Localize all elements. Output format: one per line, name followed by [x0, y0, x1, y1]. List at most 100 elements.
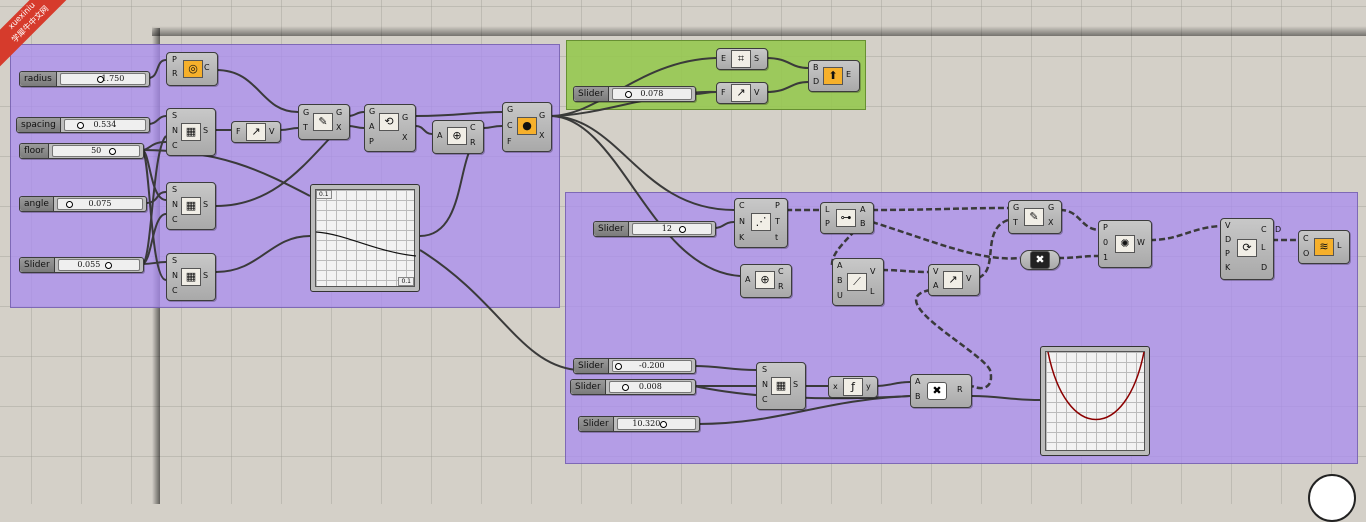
extrude-component[interactable]: B D ⬆ E [808, 60, 860, 92]
port-b[interactable]: B [837, 276, 843, 285]
series-component-4[interactable]: S N C ▦ S [756, 362, 806, 410]
port-p[interactable]: P [775, 201, 780, 210]
port-s[interactable]: S [172, 185, 178, 194]
port-a[interactable]: A [369, 122, 375, 131]
port-n[interactable]: N [172, 271, 178, 280]
port-f[interactable]: F [721, 88, 726, 97]
port-r[interactable]: R [172, 69, 178, 78]
closest-point-component[interactable]: L P ⊶ A B [820, 202, 874, 234]
port-b[interactable]: B [813, 63, 819, 72]
port-v[interactable]: V [933, 267, 939, 276]
port-g-out[interactable]: G [1048, 203, 1055, 212]
port-t[interactable]: T [1013, 218, 1018, 227]
slider-track[interactable]: -0.200 [611, 360, 692, 372]
port-p[interactable]: P [1103, 223, 1108, 232]
port-u[interactable]: U [837, 291, 843, 300]
port-e[interactable]: E [721, 54, 727, 63]
slider-track[interactable]: 12 [631, 223, 712, 235]
slider-008[interactable]: Slider 0.008 [570, 379, 696, 395]
port-n[interactable]: N [739, 217, 745, 226]
slider-spacing[interactable]: spacing 0.534 [16, 117, 150, 133]
port-s-out[interactable]: S [203, 126, 209, 135]
port-s-out[interactable]: S [203, 271, 209, 280]
port-s-out[interactable]: S [203, 200, 209, 209]
port-k[interactable]: K [1225, 263, 1231, 272]
graph-plot[interactable] [315, 189, 416, 287]
port-c[interactable]: C [507, 121, 513, 130]
slider-angle[interactable]: angle 0.075 [19, 196, 147, 212]
port-c[interactable]: C [1303, 234, 1309, 243]
port-n[interactable]: N [172, 200, 178, 209]
port-o[interactable]: O [1303, 249, 1310, 258]
slider-neg[interactable]: Slider -0.200 [573, 358, 696, 374]
port-k[interactable]: K [739, 233, 745, 242]
port-x[interactable]: X [539, 131, 545, 140]
slider-12[interactable]: Slider 12 [593, 221, 716, 237]
port-c[interactable]: C [762, 395, 768, 404]
vector-component[interactable]: V A ↗ V [928, 264, 980, 296]
port-c[interactable]: C [172, 141, 178, 150]
port-d2[interactable]: D [1275, 225, 1282, 234]
port-c[interactable]: C [172, 215, 178, 224]
slider-track[interactable]: 0.055 [57, 259, 140, 271]
port-l[interactable]: L [1261, 243, 1266, 252]
slider-knob[interactable] [624, 91, 632, 98]
port-f[interactable]: F [507, 137, 512, 146]
port-v[interactable]: V [754, 88, 760, 97]
slider-knob[interactable] [659, 421, 667, 428]
rotate-component[interactable]: G A P ⟲ G X [364, 104, 416, 152]
amplitude-component[interactable]: F ↗ V [716, 82, 768, 104]
series-component-2[interactable]: S N C ▦ S [166, 182, 216, 230]
move-component[interactable]: G T ✎ G X [298, 104, 350, 140]
port-x[interactable]: x [833, 382, 838, 391]
port-a[interactable]: A [915, 377, 921, 386]
slider-knob[interactable] [76, 122, 84, 129]
port-p[interactable]: P [1225, 249, 1230, 258]
port-x[interactable]: X [402, 133, 408, 142]
slider-track[interactable]: 50 [52, 145, 140, 157]
port-f[interactable]: F [236, 127, 241, 136]
port-a[interactable]: A [437, 131, 443, 140]
slider-knob[interactable] [614, 363, 622, 370]
slider-floor[interactable]: floor 50 [19, 143, 144, 159]
port-t[interactable]: T [303, 123, 308, 132]
slider-radius[interactable]: radius 1.750 [19, 71, 150, 87]
port-a[interactable]: A [837, 261, 843, 270]
slider-track[interactable]: 0.078 [611, 88, 692, 100]
port-n[interactable]: N [172, 126, 178, 135]
port-c[interactable]: C [1261, 225, 1267, 234]
port-b[interactable]: B [915, 392, 921, 401]
multiply-component[interactable]: A B ✖ R [910, 374, 972, 408]
port-p[interactable]: P [369, 137, 374, 146]
curve-frames-component[interactable]: C N K ⋰ P T t [734, 198, 788, 248]
port-d[interactable]: D [813, 77, 820, 86]
port-y[interactable]: y [866, 382, 871, 391]
port-g[interactable]: G [507, 105, 514, 114]
port-t2[interactable]: t [775, 233, 779, 242]
port-p[interactable]: P [825, 219, 830, 228]
series-component-1[interactable]: S N C ▦ S [166, 108, 216, 156]
port-x[interactable]: X [336, 123, 342, 132]
port-c[interactable]: C [778, 267, 784, 276]
port-r[interactable]: R [957, 385, 963, 394]
port-b[interactable]: B [860, 219, 866, 228]
area-component[interactable]: A ⊕ C R [432, 120, 484, 154]
scale-component[interactable]: G C F ● G X [502, 102, 552, 152]
slider-track[interactable]: 10.320 [616, 418, 696, 430]
port-c[interactable]: C [470, 123, 476, 132]
port-s[interactable]: S [754, 54, 760, 63]
area-component-2[interactable]: A ⊕ C R [740, 264, 792, 298]
slider-track[interactable]: 0.075 [56, 198, 143, 210]
slider-track[interactable]: 0.008 [608, 381, 692, 393]
port-v[interactable]: V [870, 267, 876, 276]
port-g-out[interactable]: G [539, 111, 546, 120]
series-component-3[interactable]: S N C ▦ S [166, 253, 216, 301]
port-n[interactable]: N [762, 380, 768, 389]
loft-options-component[interactable]: P 0 1 ✺ W [1098, 220, 1152, 268]
slider-knob[interactable] [678, 226, 686, 233]
port-v[interactable]: V [1225, 221, 1231, 230]
port-g-out[interactable]: G [402, 113, 409, 122]
port-x[interactable]: X [1048, 218, 1054, 227]
slider-knob[interactable] [621, 384, 629, 391]
sweep-component[interactable]: V D P K ⟳ C L D D [1220, 218, 1281, 280]
